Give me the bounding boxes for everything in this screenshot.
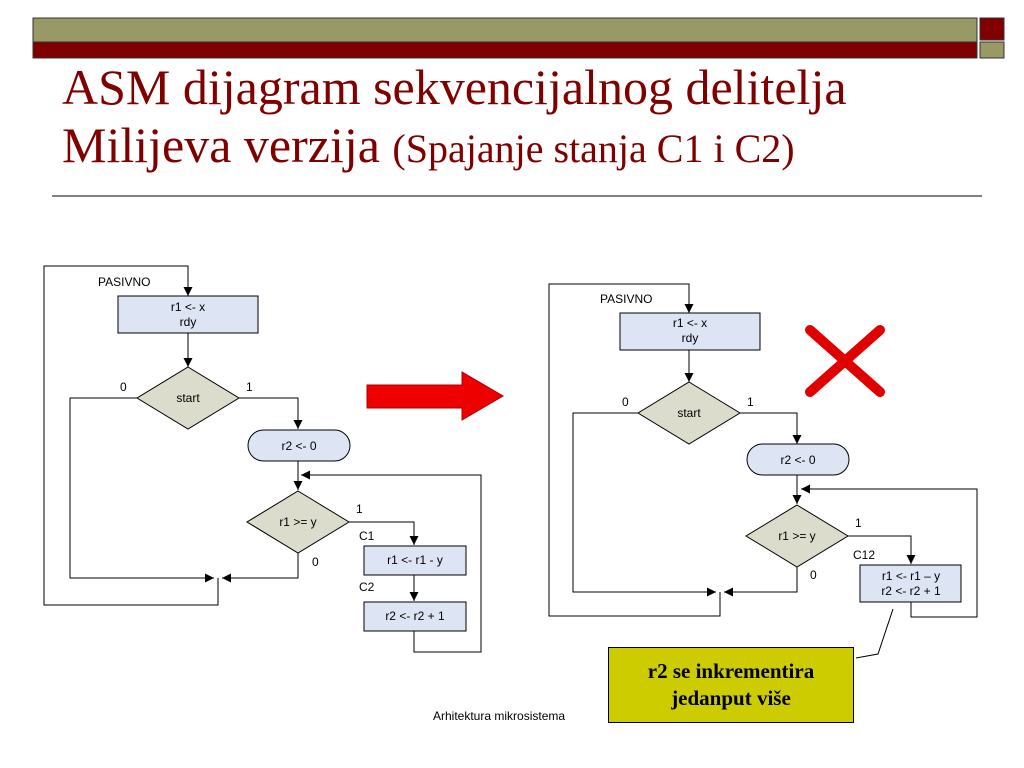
- left-cmp-zero: 0: [312, 555, 319, 569]
- right-start-one-branch: [740, 412, 802, 444]
- title-line-1: ASM dijagram sekvencijalnog delitelja: [62, 59, 847, 115]
- footer-text: Arhitektura mikrosistema: [433, 709, 566, 723]
- left-c1-text: r1 <- r1 - y: [387, 553, 443, 567]
- page-title: ASM dijagram sekvencijalnog delitelja Mi…: [62, 58, 1002, 180]
- left-return-to-pasivno: [43, 265, 219, 606]
- left-start-one: 1: [246, 380, 253, 394]
- left-oval-box: [247, 429, 351, 462]
- right-start-zero: 0: [622, 395, 629, 409]
- left-start-decision: [136, 366, 240, 430]
- left-c2-text: r2 <- r2 + 1: [385, 609, 445, 623]
- right-cmp-one: 1: [855, 516, 862, 530]
- right-oval-box: [746, 443, 850, 476]
- left-c2-box: [363, 601, 467, 632]
- title-line-2: Milijeva verzija (Spajanje stanja C1 i C…: [62, 116, 1002, 180]
- left-start-zero-branch: [69, 397, 214, 583]
- right-cmp-label: r1 >= y: [778, 529, 815, 543]
- right-cmp-zero-branch: [724, 567, 798, 597]
- left-state-box-line1: r1 <- x: [171, 300, 205, 314]
- left-c1-box: [363, 545, 467, 576]
- right-asm-diagram: PASIVNO r1 <- x rdy start 0 1 r2 <- 0 r1…: [548, 283, 978, 618]
- red-cross-icon: [805, 325, 885, 397]
- left-start-one-branch: [239, 397, 303, 429]
- left-start-label: start: [176, 391, 200, 405]
- callout-connector: [855, 608, 894, 659]
- top-bar-maroon: [32, 41, 978, 59]
- left-state-label: PASIVNO: [98, 275, 150, 289]
- left-state-box: [117, 295, 259, 334]
- right-cmp-zero: 0: [810, 568, 817, 582]
- right-state-box: [619, 312, 761, 351]
- right-state-label: PASIVNO: [600, 292, 652, 306]
- left-state-box-line2: rdy: [180, 315, 197, 329]
- top-decoration-bar: [32, 17, 1005, 59]
- callout-note: r2 se inkrementira jedanput više: [608, 647, 854, 723]
- left-asm-diagram: PASIVNO r1 <- x rdy start 0 1 r2 <- 0 r1…: [43, 265, 482, 653]
- right-c12-box: [859, 564, 962, 603]
- left-cmp-one-branch: [349, 521, 419, 545]
- left-cmp-zero-branch: [222, 553, 299, 583]
- right-start-zero-branch: [572, 412, 716, 597]
- right-cmp-one-branch: [848, 535, 916, 564]
- callout-note-line1: r2 se inkrementira: [647, 659, 815, 683]
- right-loop-back: [801, 484, 978, 618]
- callout-note-line2: jedanput više: [671, 686, 791, 710]
- left-cmp-label: r1 >= y: [279, 515, 316, 529]
- right-state-box-line1: r1 <- x: [673, 316, 707, 330]
- left-start-zero: 0: [120, 380, 127, 394]
- right-state-box-line2: rdy: [682, 331, 699, 345]
- title-line-2-parenthetical: (Spajanje stanja C1 i C2): [392, 126, 795, 171]
- title-line-2-main: Milijeva verzija: [62, 117, 393, 173]
- right-oval-text: r2 <- 0: [780, 453, 815, 467]
- corner-square-maroon: [979, 17, 1005, 41]
- right-start-label: start: [677, 406, 701, 420]
- right-c12-line2: r2 <- r2 + 1: [881, 584, 941, 598]
- transform-arrow-icon: [366, 371, 504, 421]
- left-cmp-one: 1: [356, 502, 363, 516]
- right-start-one: 1: [747, 395, 754, 409]
- right-c12-line1: r1 <- r1 – y: [882, 569, 940, 583]
- left-c1-label: C1: [359, 529, 375, 543]
- left-oval-text: r2 <- 0: [281, 439, 316, 453]
- top-bar-olive: [32, 17, 978, 43]
- right-start-decision: [637, 381, 741, 445]
- left-loop-back: [301, 470, 482, 653]
- right-c12-label: C12: [853, 548, 875, 562]
- left-c2-label: C2: [359, 580, 375, 594]
- right-return-to-pasivno: [548, 283, 721, 617]
- corner-square-olive: [979, 41, 1005, 59]
